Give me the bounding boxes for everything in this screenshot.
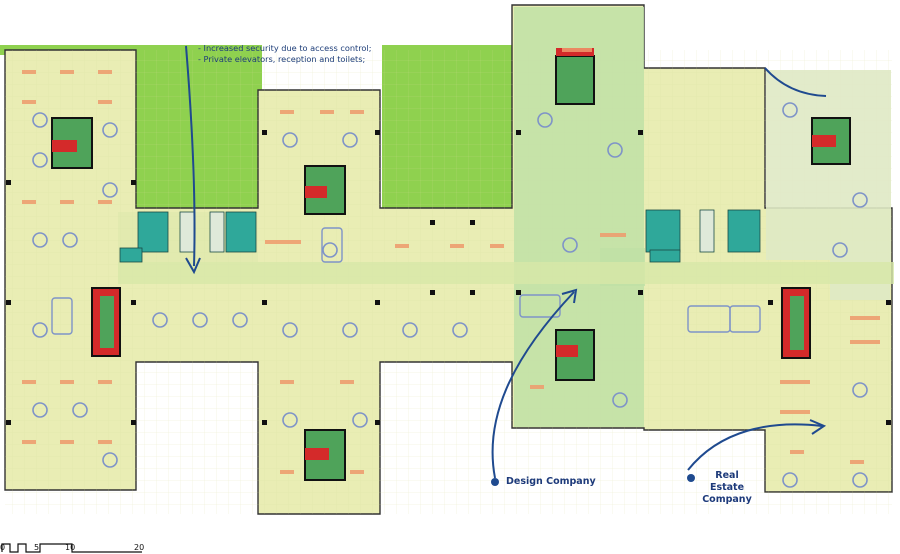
real-estate-label-line: Real Estate	[709, 470, 745, 493]
elevator-core	[119, 209, 761, 263]
scale-bar	[1, 543, 142, 553]
corridor	[118, 262, 894, 284]
furniture-chairs	[32, 102, 868, 488]
column-grid	[6, 130, 891, 425]
real-estate-label-line: Company	[702, 494, 752, 505]
security-note-line: - Private elevators, reception and toile…	[198, 54, 366, 64]
real-estate-company-label: Real Estate Company	[702, 470, 752, 506]
design-company-label: Design Company	[506, 476, 596, 487]
security-note: - Increased security due to access contr…	[198, 43, 371, 65]
scale-tick-label: 0	[0, 543, 6, 552]
desk-clusters	[22, 48, 880, 474]
scale-tick-label: 10	[65, 543, 76, 552]
scale-tick-label: 5	[34, 543, 40, 552]
security-note-line: - Increased security due to access contr…	[198, 43, 372, 53]
scale-tick-label: 20	[134, 543, 145, 552]
bullet-dot-icon	[491, 474, 695, 486]
stair-core-icon	[51, 48, 851, 481]
arrow-pointer-icon	[185, 45, 827, 479]
